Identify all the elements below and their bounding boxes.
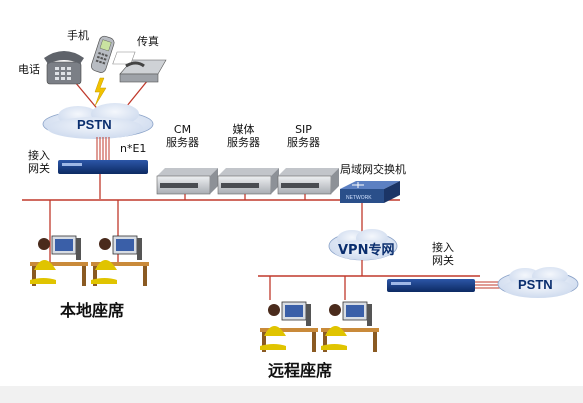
label-local-seats: 本地座席 <box>60 301 125 320</box>
access-gateway-right <box>387 279 475 292</box>
label-pstn-top: PSTN <box>77 117 112 132</box>
right-e1-links <box>475 281 500 289</box>
remote-agent-1 <box>260 301 318 352</box>
footer-bar <box>0 386 583 403</box>
fax-icon <box>112 51 167 83</box>
label-vpn: VPN专网 <box>338 243 395 258</box>
pstn-cloud-top <box>42 103 154 139</box>
e1-links <box>96 137 110 162</box>
remote-agent-2 <box>321 301 379 352</box>
label-ne1: n*E1 <box>120 142 147 155</box>
media-server <box>217 168 279 200</box>
label-remote-seats: 远程座席 <box>268 361 333 380</box>
wireless-bolt-icon <box>94 77 107 107</box>
local-agent-1 <box>30 235 88 286</box>
mobile-phone-icon <box>90 35 115 73</box>
label-fax: 传真 <box>137 35 159 48</box>
access-gateway-top <box>58 160 148 199</box>
label-pstn-right: PSTN <box>518 277 553 292</box>
label-mobile: 手机 <box>67 29 89 42</box>
label-access-gateway-top: 接入 网关 <box>28 149 50 175</box>
label-access-gateway-right: 接入 网关 <box>432 241 454 267</box>
label-media-server: 媒体 服务器 <box>227 123 260 149</box>
label-sip-server: SIP 服务器 <box>287 123 320 149</box>
label-cm-server: CM 服务器 <box>166 123 199 149</box>
sip-server <box>277 168 339 200</box>
label-phone: 电话 <box>18 63 40 76</box>
desk-phone-icon <box>44 51 84 85</box>
svg-text:NETWORK: NETWORK <box>346 195 372 201</box>
local-agent-2 <box>91 235 149 286</box>
lan-switch-icon: NETWORK <box>340 181 400 232</box>
pstn-cloud-right <box>497 267 579 298</box>
label-lan-switch: 局域网交换机 <box>340 163 406 176</box>
vpn-cloud <box>328 229 398 276</box>
cm-server <box>156 168 218 200</box>
